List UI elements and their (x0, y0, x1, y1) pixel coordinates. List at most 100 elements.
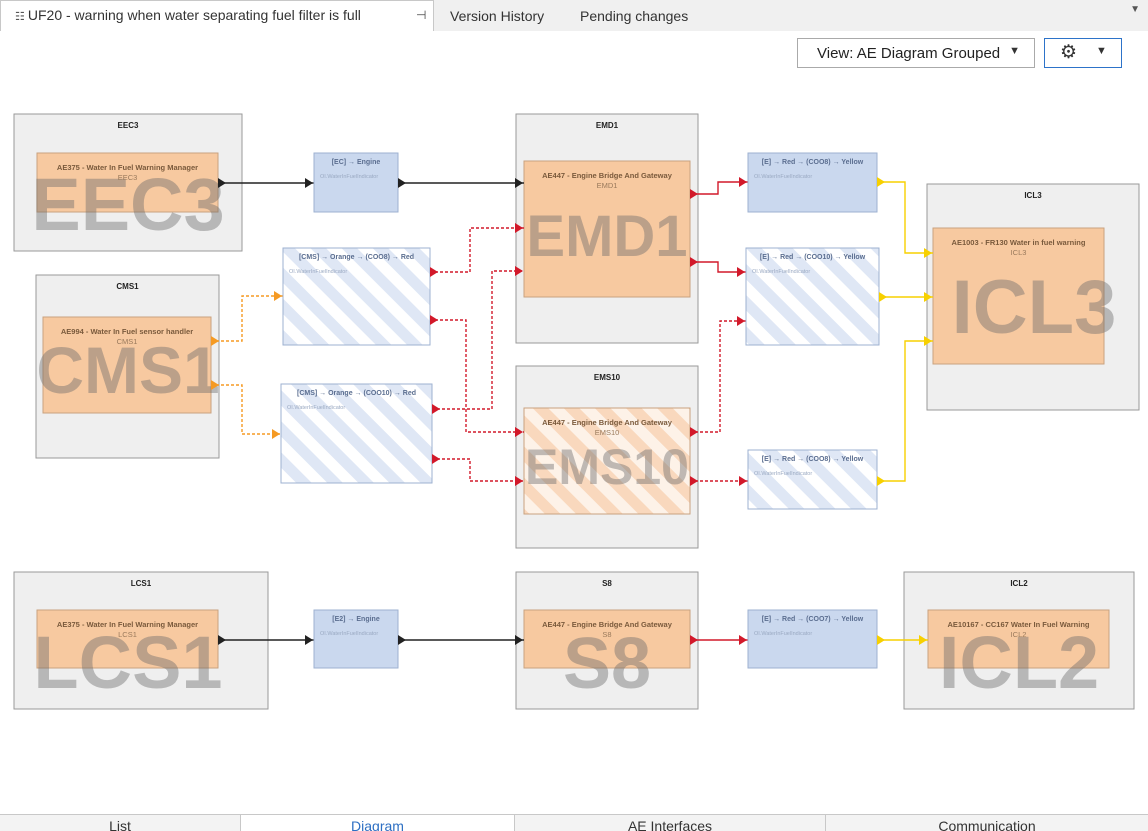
tab-diagram[interactable]: Diagram (241, 815, 515, 831)
tab-communication[interactable]: Communication (938, 818, 1036, 831)
signal-label: [E] → Red → (COO10) → Yellow (760, 254, 866, 261)
ae-sublabel: EMS10 (595, 428, 620, 437)
ae-box[interactable] (523, 160, 691, 298)
settings-dropdown-button[interactable]: ⚙ ▼ (1044, 38, 1122, 68)
signal-rect[interactable] (313, 609, 399, 669)
signal-rect[interactable] (747, 449, 878, 510)
signal-rect[interactable] (280, 383, 433, 484)
signal-box[interactable]: [E] → Red → (COO7) → YellowOI.WaterInFue… (747, 609, 878, 669)
ae-sublabel: S8 (602, 630, 611, 639)
arrow-head (739, 476, 747, 486)
arrow-head (274, 291, 282, 301)
signal-label: [E] → Red → (COO7) → Yellow (762, 616, 864, 623)
connector-line (430, 319, 524, 433)
ae-box[interactable] (932, 227, 1105, 365)
signal-label: [E] → Red → (COO8) → Yellow (762, 159, 864, 166)
arrow-head (218, 178, 226, 188)
ecu-watermark: EEC3 (31, 163, 224, 246)
signal-box[interactable]: [CMS] → Orange → (COO10) → RedOI.WaterIn… (280, 383, 433, 484)
connector-line (690, 320, 746, 433)
tab-uf20[interactable]: ☷UF20 - warning when water separating fu… (0, 0, 434, 32)
ae-label: AE375 - Water In Fuel Warning Manager (57, 620, 198, 629)
connector-line (877, 340, 933, 482)
ae-box[interactable] (36, 152, 219, 213)
ecu-watermark: ICL3 (952, 265, 1117, 350)
tab-ae-interfaces[interactable]: AE Interfaces (515, 815, 826, 831)
arrow-head (305, 635, 313, 645)
signal-label: [CMS] → Orange → (COO8) → Red (299, 254, 414, 261)
ae-sublabel: CMS1 (117, 337, 138, 346)
arrow-head (877, 177, 885, 187)
arrow-head (432, 454, 440, 464)
ae-label: AE1003 - FR130 Water in fuel warning (952, 238, 1086, 247)
arrow-head (690, 476, 698, 486)
ecu-title: EEC3 (118, 121, 139, 130)
bottom-tab-bar: List Diagram AE Interfaces Communication (0, 814, 1148, 831)
arrow-head (515, 266, 523, 276)
ecu-title: EMS10 (594, 373, 621, 382)
signal-sublabel: OI.WaterInFuelIndicator (320, 631, 378, 637)
tab-pending-changes[interactable]: Pending changes (580, 8, 689, 24)
ae-box[interactable] (36, 609, 219, 669)
signal-rect[interactable] (745, 247, 880, 346)
signal-label: [EC] → Engine (332, 159, 381, 166)
signal-rect[interactable] (313, 152, 399, 213)
signal-sublabel: OI.WaterInFuelIndicator (320, 174, 378, 180)
arrow-head (515, 635, 523, 645)
signal-label: [E] → Red → (COO8) → Yellow (762, 456, 864, 463)
signal-box[interactable]: [E] → Red → (COO10) → YellowOI.WaterInFu… (745, 247, 880, 346)
signal-box[interactable]: [E] → Red → (COO8) → YellowOI.WaterInFue… (747, 152, 878, 213)
arrow-head (515, 476, 523, 486)
signal-box[interactable]: [E] → Red → (COO8) → YellowOI.WaterInFue… (747, 449, 878, 510)
ae-label: AE10167 - CC167 Water In Fuel Warning (948, 620, 1090, 629)
ae-label: AE994 - Water In Fuel sensor handler (61, 327, 193, 336)
ae-box[interactable] (523, 407, 691, 515)
arrow-head (398, 178, 406, 188)
ae-box[interactable] (42, 316, 212, 414)
arrow-head (305, 178, 313, 188)
arrow-head (877, 476, 885, 486)
signal-rect[interactable] (282, 247, 431, 346)
signal-rect[interactable] (747, 152, 878, 213)
arrow-head (515, 427, 523, 437)
arrow-head (272, 429, 280, 439)
ae-box[interactable] (927, 609, 1110, 669)
ae-box[interactable] (523, 609, 691, 669)
tab-list[interactable]: List (0, 815, 241, 831)
signal-sublabel: OI.WaterInFuelIndicator (754, 471, 812, 477)
arrow-head (924, 248, 932, 258)
list-tree-icon: ☷ (15, 11, 25, 23)
ecu-title: EMD1 (596, 121, 619, 130)
signal-sublabel: OI.WaterInFuelIndicator (752, 269, 810, 275)
arrow-head (218, 635, 226, 645)
tab-overflow-chevron-icon[interactable]: ▼ (1130, 4, 1140, 15)
signal-box[interactable]: [CMS] → Orange → (COO8) → RedOI.WaterInF… (282, 247, 431, 346)
arrow-head (432, 404, 440, 414)
connector-line (690, 181, 748, 195)
connector-line (877, 181, 933, 254)
arrow-head (690, 427, 698, 437)
signal-rect[interactable] (747, 609, 878, 669)
ae-sublabel: ICL3 (1011, 248, 1027, 257)
tab-version-history[interactable]: Version History (450, 8, 545, 24)
view-dropdown[interactable]: View: AE Diagram Grouped ▼ (797, 38, 1035, 68)
ecu-watermark: S8 (563, 624, 651, 704)
pin-icon[interactable]: ⊣ (416, 8, 427, 22)
arrow-head (737, 267, 745, 277)
ae-sublabel: ICL2 (1011, 630, 1027, 639)
arrow-head (737, 316, 745, 326)
ecu-watermark: EMS10 (525, 439, 689, 495)
connector-line (690, 261, 746, 273)
